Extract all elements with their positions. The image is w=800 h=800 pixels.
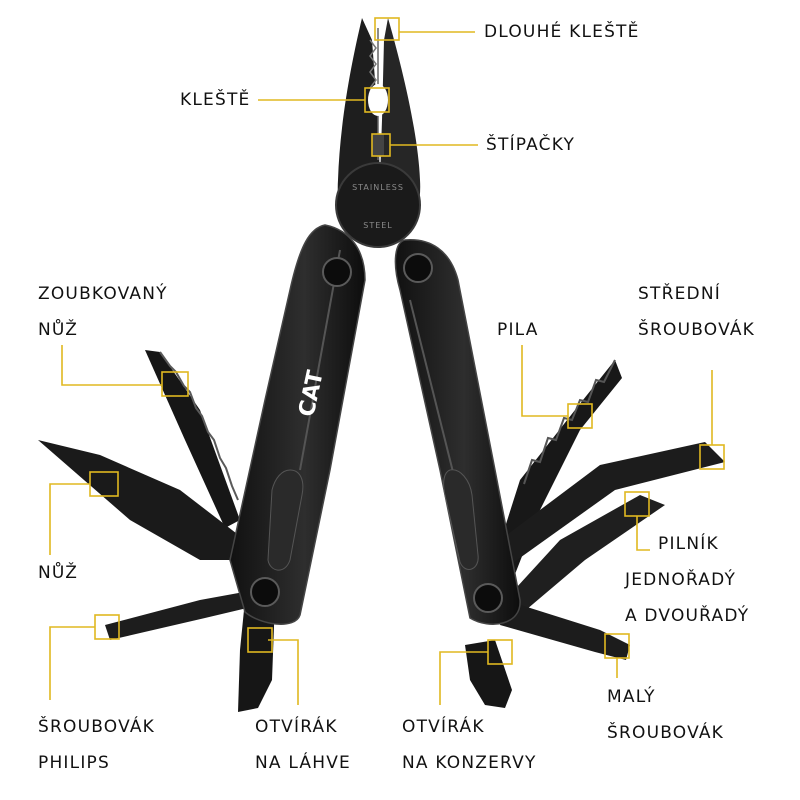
plier-grip-teeth — [369, 39, 377, 97]
label-small-screwdriver-line2: ŠROUBOVÁK — [607, 723, 724, 743]
label-file-line2: JEDNOŘADÝ — [625, 570, 737, 590]
label-serrated-knife-line1: ZOUBKOVANÝ — [38, 284, 168, 304]
pivot-disc — [335, 162, 421, 248]
left-handle-rivet-bottom — [250, 577, 280, 607]
right-handle — [394, 239, 521, 625]
label-phillips-line2: PHILIPS — [38, 753, 110, 773]
label-cutters: ŠTÍPAČKY — [486, 135, 576, 155]
label-pliers: KLEŠTĚ — [180, 90, 251, 110]
label-medium-screwdriver-line2: ŠROUBOVÁK — [638, 320, 755, 340]
right-handle-window — [443, 469, 479, 570]
label-knife: NŮŽ — [38, 563, 79, 583]
phillips-screwdriver — [105, 590, 260, 640]
callout-box-serrated-knife — [161, 371, 189, 397]
label-file-line1: PILNÍK — [658, 534, 719, 554]
stainless-stamp: STAINLESS — [352, 183, 404, 192]
right-handle-rivet-top — [403, 253, 433, 283]
label-bottle-opener-line1: OTVÍRÁK — [255, 717, 338, 737]
serrated-knife-blade — [145, 350, 240, 528]
label-medium-screwdriver-line1: STŘEDNÍ — [638, 284, 721, 304]
label-serrated-knife-line2: NŮŽ — [38, 320, 79, 340]
label-file-line3: A DVOUŘADÝ — [625, 606, 750, 626]
small-screwdriver — [500, 600, 630, 660]
label-can-opener-line2: NA KONZERVY — [402, 753, 537, 773]
label-long-pliers: DLOUHÉ KLEŠTĚ — [484, 22, 640, 42]
file-tool — [505, 495, 665, 615]
medium-screwdriver — [500, 442, 725, 565]
label-can-opener-line1: OTVÍRÁK — [402, 717, 485, 737]
label-bottle-opener-line2: NA LÁHVE — [255, 753, 351, 773]
left-handle-window — [267, 469, 304, 571]
label-phillips-line1: ŠROUBOVÁK — [38, 717, 155, 737]
wire-cutter-notch — [368, 84, 388, 116]
cutter-gap — [372, 134, 384, 156]
knife-blade — [38, 440, 245, 560]
callouts — [49, 17, 725, 705]
steel-stamp: STEEL — [363, 221, 393, 230]
label-saw: PILA — [497, 320, 539, 340]
right-handle-rivet-bottom — [473, 583, 503, 613]
callout-box-long-pliers — [374, 17, 400, 41]
left-handle-rivet-top — [322, 257, 352, 287]
can-opener-tool — [465, 640, 512, 708]
label-small-screwdriver-line1: MALÝ — [607, 687, 656, 707]
left-handle — [229, 224, 366, 625]
